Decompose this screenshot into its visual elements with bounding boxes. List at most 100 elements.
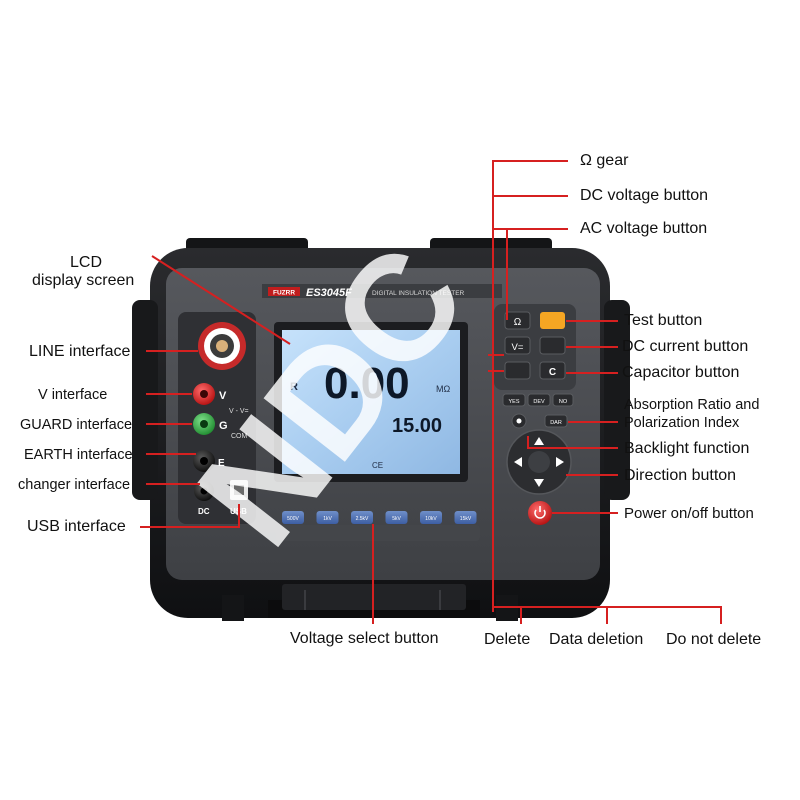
svg-text:DEV: DEV <box>533 399 545 405</box>
callout-line <box>146 483 200 485</box>
lcd-secondary-reading: 15.00 <box>392 415 442 437</box>
v-range-label: V - V= <box>229 408 249 415</box>
label-absorption-line1: Absorption Ratio and <box>624 397 760 413</box>
dc-current-key[interactable] <box>539 336 566 355</box>
svg-text:DAR: DAR <box>550 420 562 426</box>
svg-text:V=: V= <box>512 342 524 353</box>
label-dc-current: DC current button <box>622 338 749 355</box>
svg-text:DC: DC <box>198 507 210 516</box>
ac-voltage-key[interactable] <box>504 361 531 380</box>
callout-line <box>606 606 608 624</box>
callout-line <box>492 228 568 230</box>
dev-key[interactable]: DEV <box>527 393 551 407</box>
label-direction: Direction button <box>624 467 737 484</box>
callout-line <box>492 160 568 162</box>
voltage-button-4[interactable]: 10kV <box>420 511 442 524</box>
dar-key[interactable]: DAR <box>544 414 568 428</box>
voltage-button-3[interactable]: 5kV <box>385 511 408 524</box>
voltage-button-label: 500V <box>287 516 299 522</box>
svg-text:YES: YES <box>508 399 519 405</box>
callout-line <box>488 354 504 356</box>
label-lcd-line2: display screen <box>32 272 135 289</box>
guard-terminal[interactable]: G <box>193 413 228 435</box>
label-absorption-line2: Polarization Index <box>624 415 740 431</box>
charger-jack[interactable]: DC <box>194 481 214 516</box>
callout-line <box>552 512 618 514</box>
lcd-ce-mark: CE <box>372 461 383 470</box>
svg-text:V: V <box>219 390 227 402</box>
svg-text:NO: NO <box>559 399 568 405</box>
callout-line <box>566 372 618 374</box>
voltage-button-label: 15kV <box>460 516 472 522</box>
arrow-down-icon <box>534 479 544 487</box>
arrow-right-icon <box>556 457 564 467</box>
label-absorption: Absorption Ratio and Polarization Index <box>624 396 800 432</box>
label-earth-interface: EARTH interface <box>24 447 133 463</box>
svg-text:C: C <box>549 367 556 378</box>
direction-pad[interactable] <box>506 429 572 495</box>
label-omega-gear: Ω gear <box>580 152 629 169</box>
device-subtitle: DIGITAL INSULATION TESTER <box>372 290 465 297</box>
lcd-main-reading: 0.00 <box>324 359 410 408</box>
voltage-select-buttons[interactable]: 500V 1kV 2.5kV 5kV 10kV 15kV <box>276 511 480 541</box>
v-terminal[interactable]: V <box>193 383 227 405</box>
no-key[interactable]: NO <box>552 393 574 407</box>
label-delete: Delete <box>484 631 531 648</box>
capacitor-key[interactable]: C <box>539 361 566 380</box>
ohm-key[interactable]: Ω <box>504 311 531 330</box>
callout-line <box>238 504 240 528</box>
callout-line <box>520 606 522 624</box>
label-v-interface: V interface <box>38 387 108 403</box>
voltage-button-0[interactable]: 500V <box>282 511 304 524</box>
power-button[interactable] <box>528 501 552 525</box>
test-key[interactable] <box>540 312 565 329</box>
label-do-not-delete: Do not delete <box>666 631 762 648</box>
brand-logo: FUZRR <box>273 290 295 297</box>
label-charger-interface: changer interface <box>18 477 131 493</box>
earth-terminal[interactable]: E <box>193 450 225 472</box>
yes-key[interactable]: YES <box>502 393 526 407</box>
lcd-mode-letter: R <box>290 381 298 393</box>
callout-line <box>566 474 618 476</box>
callout-line <box>146 453 196 455</box>
label-backlight: Backlight function <box>624 440 750 457</box>
svg-text:E: E <box>218 458 225 469</box>
callout-line <box>527 447 618 449</box>
voltage-button-1[interactable]: 1kV <box>316 511 339 524</box>
voltage-button-5[interactable]: 15kV <box>454 511 477 524</box>
svg-text:G: G <box>219 420 228 432</box>
label-ac-voltage: AC voltage button <box>580 220 708 237</box>
label-capacitor: Capacitor button <box>622 364 740 381</box>
label-data-deletion: Data deletion <box>549 631 644 648</box>
callout-line <box>566 346 618 348</box>
callout-line <box>146 423 192 425</box>
callout-line <box>146 393 192 395</box>
voltage-button-label: 2.5kV <box>356 516 369 522</box>
label-lcd: LCD display screen <box>28 254 158 290</box>
label-voltage-select: Voltage select button <box>290 630 439 647</box>
callout-line <box>527 436 529 448</box>
power-icon <box>534 509 546 519</box>
callout-line <box>566 320 618 322</box>
backlight-key[interactable] <box>511 413 527 429</box>
callout-line <box>492 160 494 612</box>
callout-line <box>140 526 240 528</box>
label-power: Power on/off button <box>624 505 754 522</box>
com-label: COM <box>231 433 248 440</box>
label-test-button: Test button <box>624 312 703 329</box>
callout-line <box>720 606 722 624</box>
voltage-button-label: 1kV <box>323 516 332 522</box>
arrow-left-icon <box>514 457 522 467</box>
label-line-interface: LINE interface <box>29 343 131 360</box>
lcd-main-unit: MΩ <box>436 384 450 394</box>
label-lcd-line1: LCD <box>70 254 103 271</box>
label-usb-interface: USB interface <box>27 518 126 535</box>
arrow-up-icon <box>534 437 544 445</box>
label-dc-voltage: DC voltage button <box>580 187 709 204</box>
voltage-button-tray <box>276 525 480 541</box>
dc-voltage-key[interactable]: V= <box>504 336 531 355</box>
voltage-button-2[interactable]: 2.5kV <box>351 511 373 524</box>
label-guard-interface: GUARD interface <box>20 417 133 433</box>
